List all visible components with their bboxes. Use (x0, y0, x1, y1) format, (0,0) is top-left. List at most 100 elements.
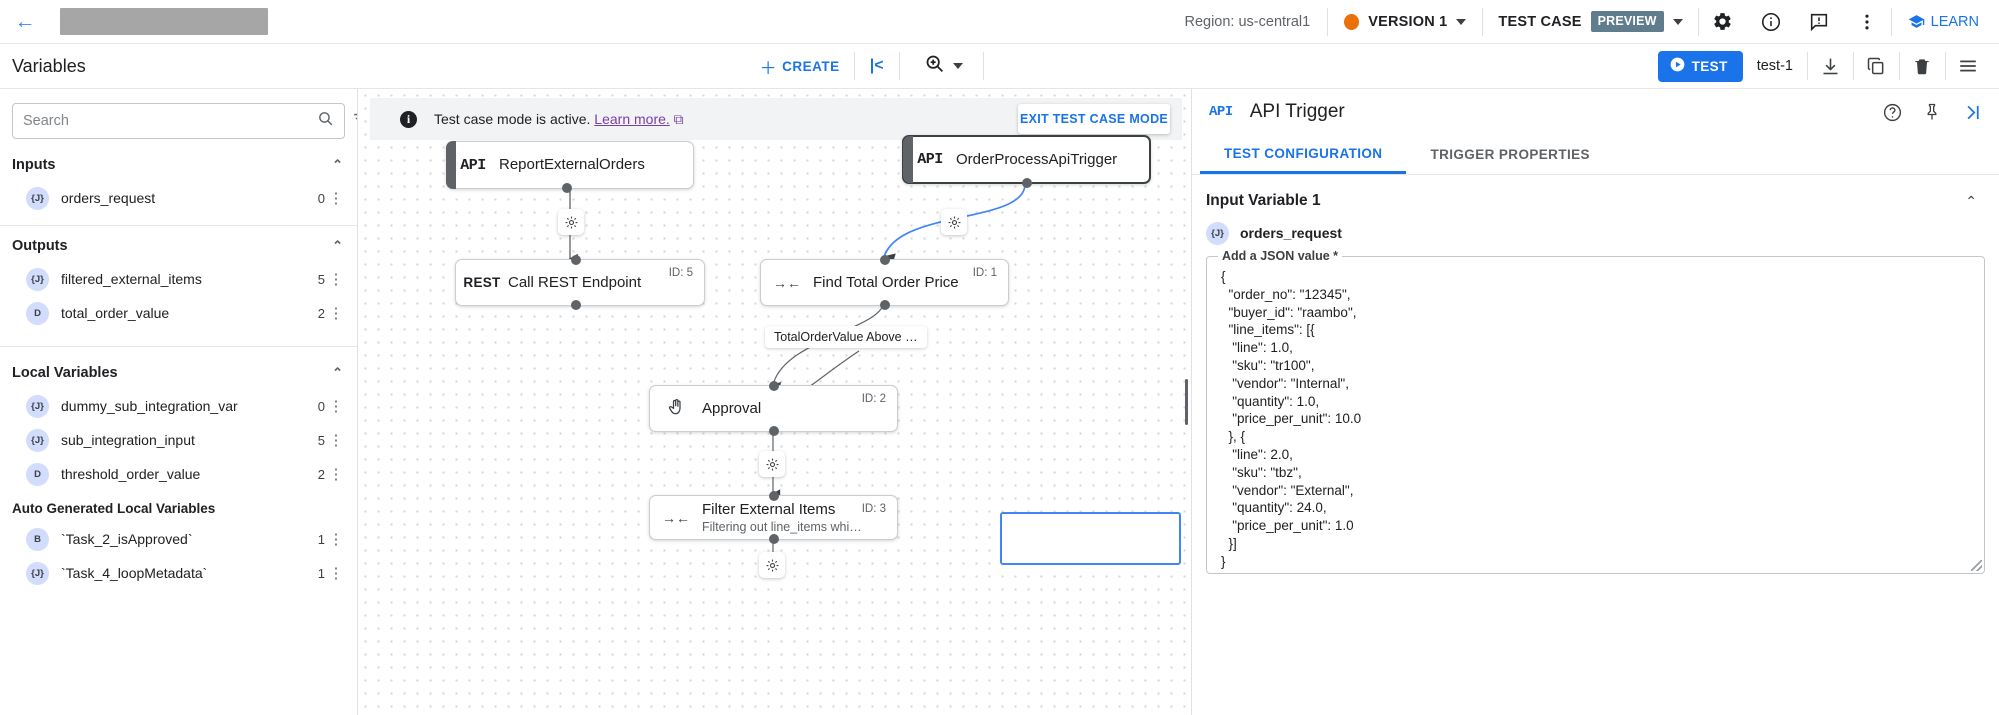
node-label-group: Filter External Items Filtering out line… (702, 501, 897, 534)
download-icon[interactable] (1808, 44, 1853, 89)
collapse-right-icon[interactable] (1955, 95, 1989, 129)
more-vert-icon[interactable]: ⋮ (328, 531, 344, 548)
feedback-icon[interactable] (1795, 0, 1843, 44)
chevron-up-icon[interactable]: ⌃ (332, 365, 343, 380)
back-arrow-icon[interactable]: ← (14, 10, 36, 33)
json-value-text[interactable]: { "order_no": "12345", "buyer_id": "raam… (1221, 269, 1362, 569)
flow-canvas[interactable]: i Test case mode is active. Learn more. … (359, 89, 1191, 715)
create-variable-button[interactable]: ＋ CREATE (760, 54, 854, 79)
divider (1852, 52, 1854, 80)
version-selector[interactable]: VERSION 1 (1328, 13, 1482, 30)
node-input-port[interactable] (769, 491, 779, 501)
page-title: API Trigger (1249, 101, 1345, 122)
input-variable-row: {J} orders_request (1192, 220, 1999, 246)
learn-button[interactable]: LEARN (1892, 13, 1999, 30)
json-value-field[interactable]: Add a JSON value * { "order_no": "12345"… (1206, 249, 1985, 574)
node-title: Call REST Endpoint (508, 273, 642, 291)
test-button[interactable]: TEST (1657, 50, 1743, 82)
api-trigger-panel: API API Trigger TEST CONFIGURATION TRIGG… (1191, 89, 1999, 715)
plus-icon: ＋ (759, 58, 778, 78)
node-output-port[interactable] (571, 300, 581, 310)
list-item[interactable]: {J} `Task_4_loopMetadata` 1 ⋮ (0, 556, 357, 590)
more-vert-icon[interactable]: ⋮ (328, 466, 344, 483)
flow-node-order-process-api-trigger[interactable]: API OrderProcessApiTrigger (902, 135, 1151, 188)
more-vert-icon[interactable]: ⋮ (328, 398, 344, 415)
search-box[interactable] (12, 103, 357, 139)
sidebar-section-local-variables[interactable]: Local Variables ⌃ (0, 351, 357, 389)
delete-icon[interactable] (1900, 44, 1945, 89)
test-case-label: TEST CASE (1498, 13, 1582, 30)
list-item[interactable]: D total_order_value 2 ⋮ (0, 296, 357, 330)
settings-gear-icon[interactable] (941, 209, 967, 235)
more-vert-icon[interactable]: ⋮ (328, 432, 344, 449)
node-input-port[interactable] (571, 255, 581, 265)
more-vert-icon[interactable]: ⋮ (328, 190, 344, 207)
canvas-scrollbar[interactable] (1185, 379, 1188, 425)
chevron-down-icon (952, 63, 963, 69)
search-icon[interactable] (317, 110, 334, 132)
info-icon[interactable] (1747, 0, 1795, 44)
chevron-up-icon[interactable]: ⌃ (1965, 192, 1977, 209)
variable-name: sub_integration_input (61, 432, 195, 448)
zoom-control[interactable] (924, 53, 963, 79)
flow-node-report-external-orders[interactable]: API ReportExternalOrders (446, 141, 694, 193)
pin-icon[interactable] (1915, 95, 1949, 129)
node-input-port[interactable] (880, 255, 890, 265)
list-item[interactable]: {J} orders_request 0 ⋮ (0, 181, 357, 215)
selection-highlight-box[interactable] (1000, 512, 1181, 565)
filter-list-icon[interactable] (351, 109, 357, 133)
node-output-port[interactable] (562, 183, 572, 193)
open-in-new-icon[interactable]: ⧉ (673, 110, 684, 127)
json-field-label: Add a JSON value * (1218, 249, 1343, 263)
flow-node-call-rest-endpoint[interactable]: REST Call REST Endpoint ID: 5 (455, 255, 705, 310)
section-title: Inputs (12, 157, 56, 173)
more-vert-icon[interactable]: ⋮ (328, 271, 344, 288)
tab-test-configuration[interactable]: TEST CONFIGURATION (1200, 135, 1407, 174)
sidebar-section-inputs[interactable]: Inputs ⌃ (0, 149, 357, 181)
sidebar-section-outputs[interactable]: Outputs ⌃ (0, 230, 357, 262)
node-title: Approval (702, 399, 762, 417)
more-vert-icon[interactable]: ⋮ (328, 565, 344, 582)
duplicate-icon[interactable] (1854, 44, 1899, 89)
chevron-up-icon[interactable]: ⌃ (332, 157, 343, 172)
learn-more-link[interactable]: Learn more. (594, 110, 670, 127)
list-item[interactable]: {J} sub_integration_input 5 ⋮ (0, 423, 357, 457)
test-case-selector[interactable]: TEST CASE PREVIEW (1483, 11, 1697, 32)
list-item[interactable]: {J} dummy_sub_integration_var 0 ⋮ (0, 389, 357, 423)
node-output-port[interactable] (769, 426, 779, 436)
list-item[interactable]: B `Task_2_isApproved` 1 ⋮ (0, 522, 357, 556)
variable-name: filtered_external_items (61, 271, 202, 287)
node-output-port[interactable] (769, 534, 779, 544)
settings-gear-icon[interactable] (759, 552, 785, 578)
variables-panel-title: Variables (12, 55, 86, 76)
list-item[interactable]: D threshold_order_value 2 ⋮ (0, 457, 357, 491)
more-vert-icon[interactable]: ⋮ (328, 305, 344, 322)
flow-node-find-total-order-price[interactable]: →← Find Total Order Price ID: 1 (760, 255, 1009, 310)
flow-node-filter-external-items[interactable]: →← Filter External Items Filtering out l… (649, 491, 898, 544)
settings-gear-icon[interactable] (558, 209, 584, 235)
tab-trigger-properties[interactable]: TRIGGER PROPERTIES (1430, 147, 1590, 162)
node-output-port[interactable] (1022, 178, 1032, 188)
variable-name: total_order_value (61, 305, 170, 321)
panel-header-actions (1875, 95, 1989, 129)
menu-icon[interactable] (1946, 44, 1991, 89)
flow-node-approval[interactable]: Approval ID: 2 (649, 381, 898, 436)
edge-condition-label[interactable]: TotalOrderValue Above … (765, 326, 927, 348)
gear-icon[interactable] (1699, 0, 1747, 44)
settings-gear-icon[interactable] (759, 451, 785, 477)
panel-header: API API Trigger (1192, 89, 1999, 135)
collapse-left-icon[interactable]: |< (869, 57, 884, 74)
more-vert-icon[interactable] (1843, 0, 1891, 44)
chevron-up-icon[interactable]: ⌃ (332, 238, 343, 253)
list-item[interactable]: {J} filtered_external_items 5 ⋮ (0, 262, 357, 296)
resize-handle[interactable] (1971, 560, 1982, 571)
help-icon[interactable] (1875, 95, 1909, 129)
exit-test-case-mode-button[interactable]: EXIT TEST CASE MODE (1018, 104, 1170, 134)
banner-text: Test case mode is active. Learn more. ⧉ (434, 111, 684, 128)
node-output-port[interactable] (880, 300, 890, 310)
input-variable-section-header[interactable]: Input Variable 1 ⌃ (1192, 175, 1999, 220)
search-input[interactable] (23, 113, 317, 129)
divider (1697, 7, 1699, 36)
divider (982, 52, 984, 80)
node-input-port[interactable] (769, 381, 779, 391)
